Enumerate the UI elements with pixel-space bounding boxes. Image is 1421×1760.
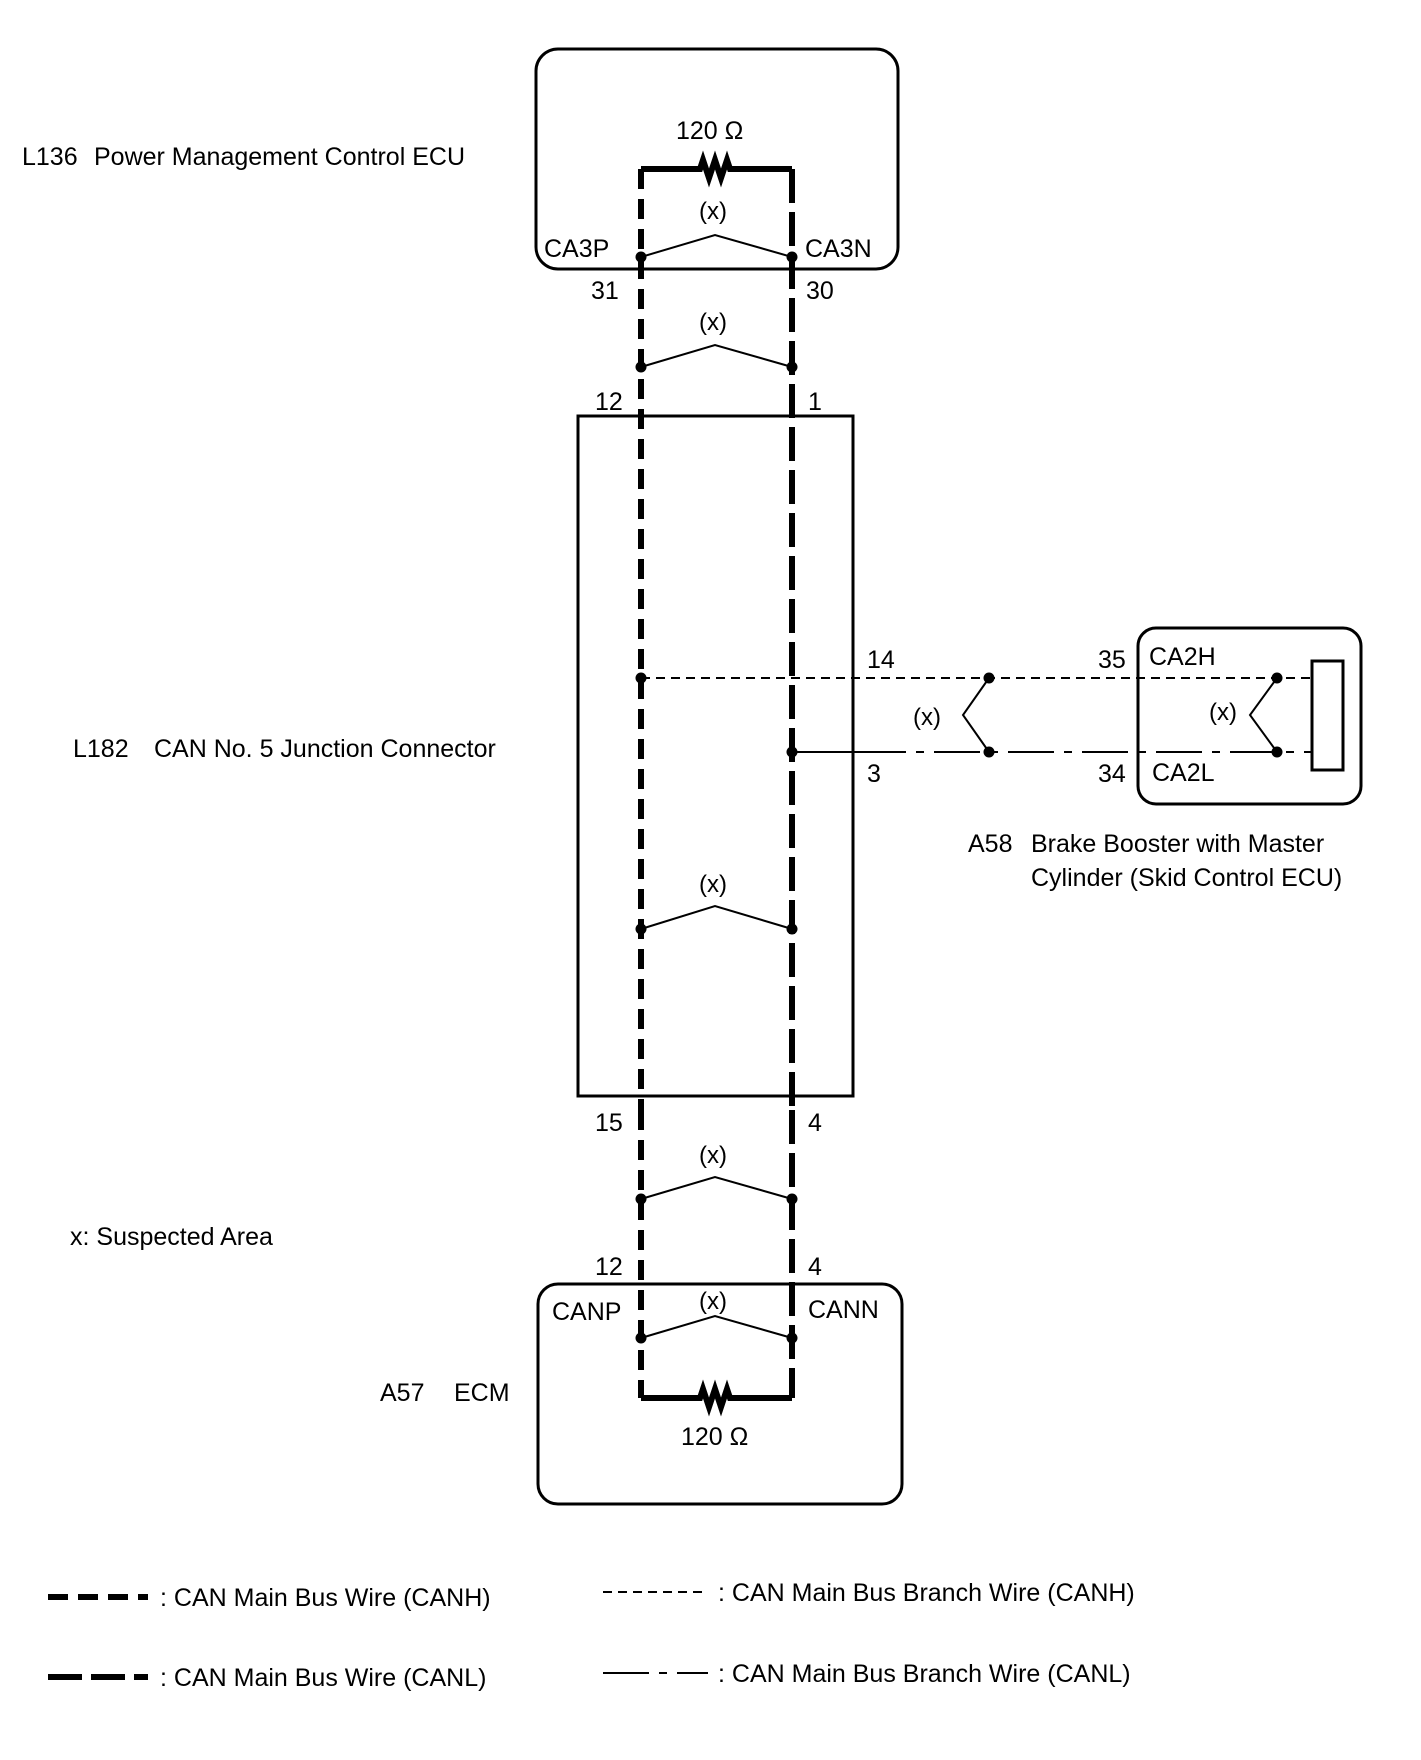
suspect-label: (x) <box>699 309 727 336</box>
ecm-pin-cann: CANN <box>808 1296 879 1324</box>
legend-main-canl: : CAN Main Bus Wire (CANL) <box>160 1664 486 1692</box>
suspect-5: (x) <box>635 1288 798 1344</box>
pmc-ecu-name: Power Management Control ECU <box>94 143 465 171</box>
suspect-3: (x) <box>635 871 798 935</box>
brake-pin-34: 34 <box>1098 760 1126 788</box>
junction-node-h <box>635 672 647 684</box>
ecm-code: A57 <box>380 1379 424 1407</box>
pmc-ecu-resistor-label: 120 Ω <box>676 117 743 145</box>
brake-name-line1: Brake Booster with Master <box>1031 830 1324 858</box>
ecm-resistor-label: 120 Ω <box>681 1423 748 1451</box>
ecm-pin-4: 4 <box>808 1253 822 1281</box>
pmc-ecu-pin-ca3p: CA3P <box>544 235 609 263</box>
junction-pin-15: 15 <box>595 1109 623 1137</box>
pmc-ecu: L136 Power Management Control ECU 120 Ω … <box>22 47 900 305</box>
legend: : CAN Main Bus Wire (CANH) : CAN Main Bu… <box>48 1579 1135 1692</box>
pmc-ecu-pin-31: 31 <box>591 277 619 305</box>
junction-connector: L182 CAN No. 5 Junction Connector 12 1 1… <box>73 388 895 1137</box>
legend-main-canh: : CAN Main Bus Wire (CANH) <box>160 1584 491 1612</box>
pmc-ecu-pin-30: 30 <box>806 277 834 305</box>
brake-booster-box <box>1136 626 1363 806</box>
suspect-1: (x) <box>635 198 798 263</box>
junction-pin-14: 14 <box>867 646 895 674</box>
junction-code: L182 <box>73 735 129 763</box>
legend-branch-canl: : CAN Main Bus Branch Wire (CANL) <box>718 1660 1131 1688</box>
pmc-ecu-code: L136 <box>22 143 78 171</box>
junction-pin-12: 12 <box>595 388 623 416</box>
brake-pin-ca2h: CA2H <box>1149 643 1216 671</box>
ecm-box <box>536 1282 904 1506</box>
suspect-brake: (x) <box>1209 672 1283 758</box>
brake-code: A58 <box>968 830 1012 858</box>
suspected-area-note: x: Suspected Area <box>70 1223 273 1251</box>
junction-connector-box <box>576 414 855 1098</box>
suspect-2: (x) <box>635 309 798 373</box>
suspect-4: (x) <box>635 1142 798 1205</box>
brake-pin-ca2l: CA2L <box>1152 759 1215 787</box>
suspect-label: (x) <box>1209 699 1237 726</box>
junction-pin-4: 4 <box>808 1109 822 1137</box>
junction-name: CAN No. 5 Junction Connector <box>154 735 496 763</box>
suspect-label: (x) <box>699 1288 727 1315</box>
pmc-ecu-resistor <box>641 150 792 188</box>
pmc-ecu-box <box>534 47 900 271</box>
suspect-label: (x) <box>699 1142 727 1169</box>
pmc-ecu-pin-ca3n: CA3N <box>805 235 872 263</box>
suspect-label: (x) <box>699 198 727 225</box>
legend-branch-canh: : CAN Main Bus Branch Wire (CANH) <box>718 1579 1135 1607</box>
ecm-resistor <box>641 1379 792 1417</box>
suspect-label: (x) <box>699 871 727 898</box>
brake-pin-35: 35 <box>1098 646 1126 674</box>
junction-pin-3: 3 <box>867 760 881 788</box>
ecm: A57 ECM 12 4 CANP CANN 120 Ω <box>380 1253 904 1506</box>
ecm-pin-12: 12 <box>595 1253 623 1281</box>
brake-booster-ecu: 35 34 CA2H CA2L A58 Brake Booster with M… <box>968 626 1363 892</box>
suspect-label: (x) <box>913 704 941 731</box>
ecm-pin-canp: CANP <box>552 1298 621 1326</box>
junction-node-l <box>786 746 798 758</box>
suspect-branch: (x) <box>913 672 995 758</box>
brake-name-line2: Cylinder (Skid Control ECU) <box>1031 864 1342 892</box>
junction-pin-1: 1 <box>808 388 822 416</box>
ecm-name: ECM <box>454 1379 510 1407</box>
brake-booster-terminal-block <box>1310 659 1345 772</box>
